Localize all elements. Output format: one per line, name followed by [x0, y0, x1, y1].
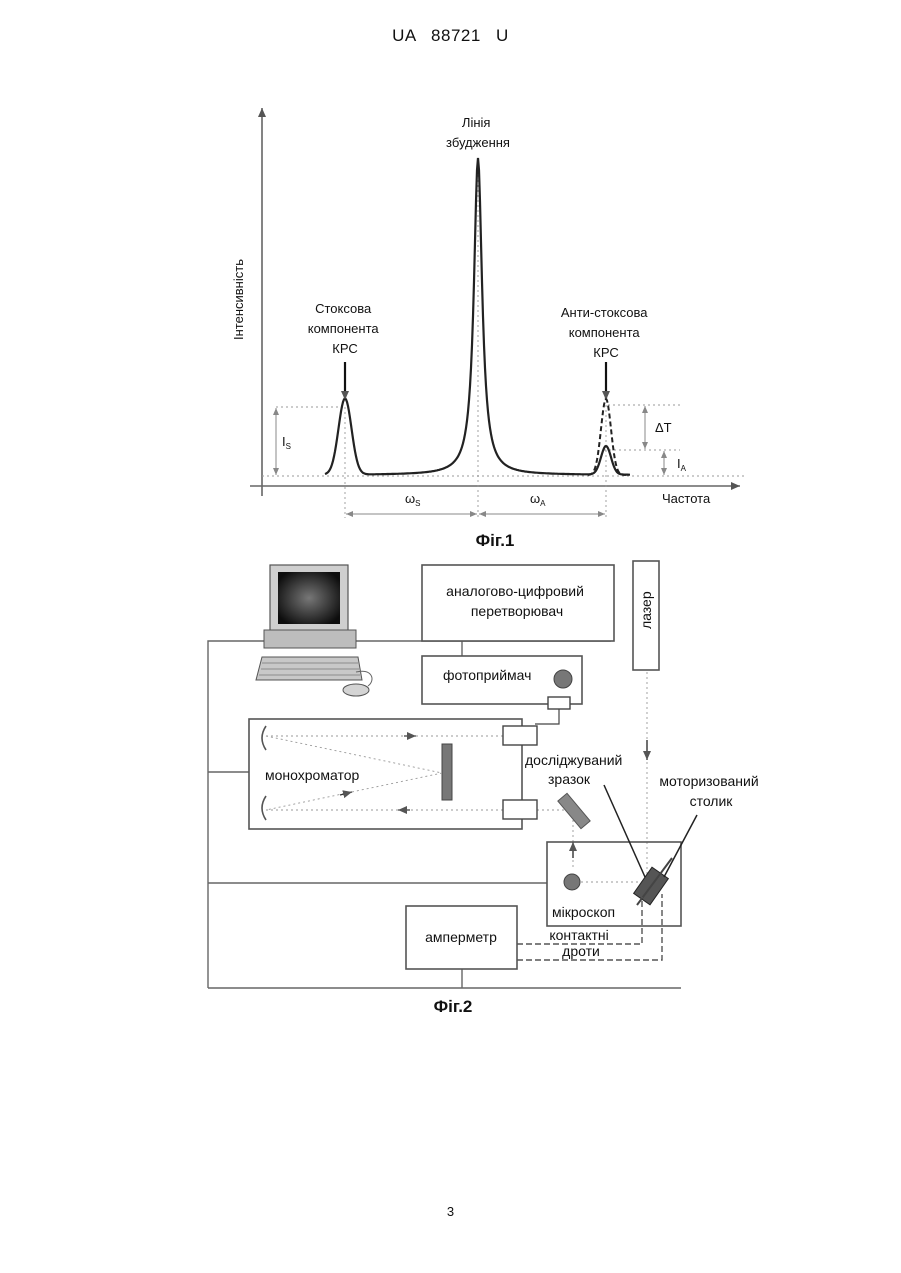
- anti-stokes-label-3: КРС: [593, 345, 619, 360]
- figure-2-caption: Фіг.2: [434, 997, 473, 1016]
- figure-1-caption: Фіг.1: [476, 531, 515, 550]
- x-axis-label: Частота: [662, 491, 711, 506]
- omega-a-label: ωA: [530, 491, 546, 508]
- anti-stokes-dashed-peak: [588, 399, 626, 475]
- excitation-label-1: Лінія: [462, 115, 491, 130]
- stokes-label-3: КРС: [332, 341, 358, 356]
- wires-label-1: контактні: [549, 927, 608, 943]
- svg-text:Стоксова компонента: Стоксова компонента КРС: [308, 301, 383, 356]
- adc-label-1: аналогово-цифровий: [446, 583, 584, 599]
- stokes-label-2: компонента: [308, 321, 380, 336]
- wires-label-2: дроти: [562, 943, 600, 959]
- anti-stokes-label-1: Анти-стоксова: [561, 305, 648, 320]
- svg-text:досліджуваний зразок: досліджуваний зразок: [525, 752, 626, 787]
- computer-icon: [256, 565, 372, 696]
- svg-text:контактні дроти: контактні дроти: [549, 927, 612, 959]
- is-label: IS: [282, 434, 291, 451]
- figure-1: Інтенсивність Частота Лінія збудження Ст…: [231, 108, 745, 550]
- photodetector-label: фотоприймач: [443, 667, 531, 683]
- stage-label-2: столик: [690, 793, 734, 809]
- delta-t-label: ΔT: [655, 420, 672, 435]
- laser-label: лазер: [638, 591, 654, 629]
- figure-2: аналогово-цифровий перетворювач лазер фо…: [208, 561, 763, 1016]
- adc-label-2: перетворювач: [471, 603, 563, 619]
- ammeter-label: амперметр: [425, 929, 497, 945]
- svg-text:моторизований столик: моторизований столик: [659, 773, 762, 809]
- stokes-label-1: Стоксова: [315, 301, 372, 316]
- sample-label-1: досліджуваний: [525, 752, 622, 768]
- stage-label-1: моторизований: [659, 773, 758, 789]
- page-number: 3: [0, 1204, 901, 1219]
- microscope-label: мікроскоп: [552, 904, 615, 920]
- svg-text:Лінія збудження: Лінія збудження: [446, 115, 510, 150]
- excitation-label-2: збудження: [446, 135, 510, 150]
- ia-label: IA: [677, 456, 687, 473]
- y-axis-label: Інтенсивність: [231, 259, 246, 340]
- omega-s-label: ωS: [405, 491, 421, 508]
- monochromator-label: монохроматор: [265, 767, 359, 783]
- anti-stokes-label-2: компонента: [569, 325, 641, 340]
- sample-label-2: зразок: [548, 771, 591, 787]
- svg-text:Анти-стоксова компонента: Анти-стоксова компонента КРС: [561, 305, 651, 360]
